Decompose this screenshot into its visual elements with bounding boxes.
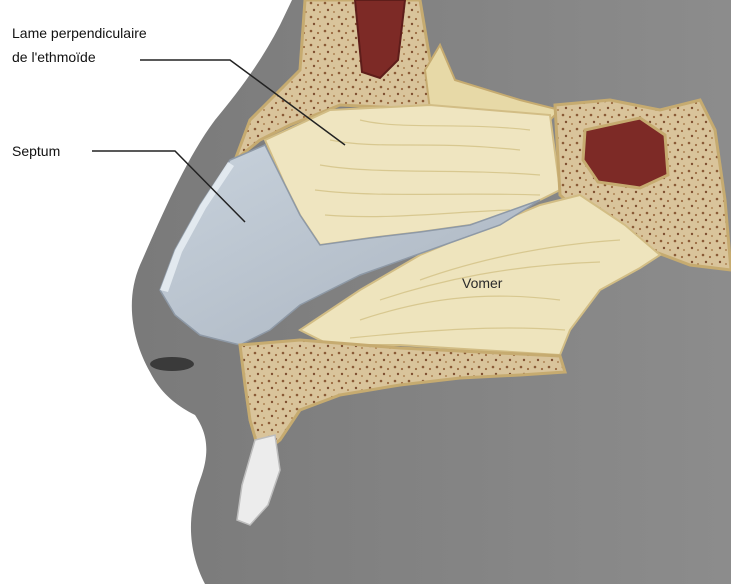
sphenoid-sinus <box>583 118 668 188</box>
label-lame-perpendiculaire-line2: de l'ethmoïde <box>12 49 96 65</box>
label-lame-perpendiculaire-line1: Lame perpendiculaire <box>12 25 147 41</box>
label-vomer: Vomer <box>462 275 503 291</box>
label-septum: Septum <box>12 143 60 159</box>
nostril <box>150 357 194 371</box>
